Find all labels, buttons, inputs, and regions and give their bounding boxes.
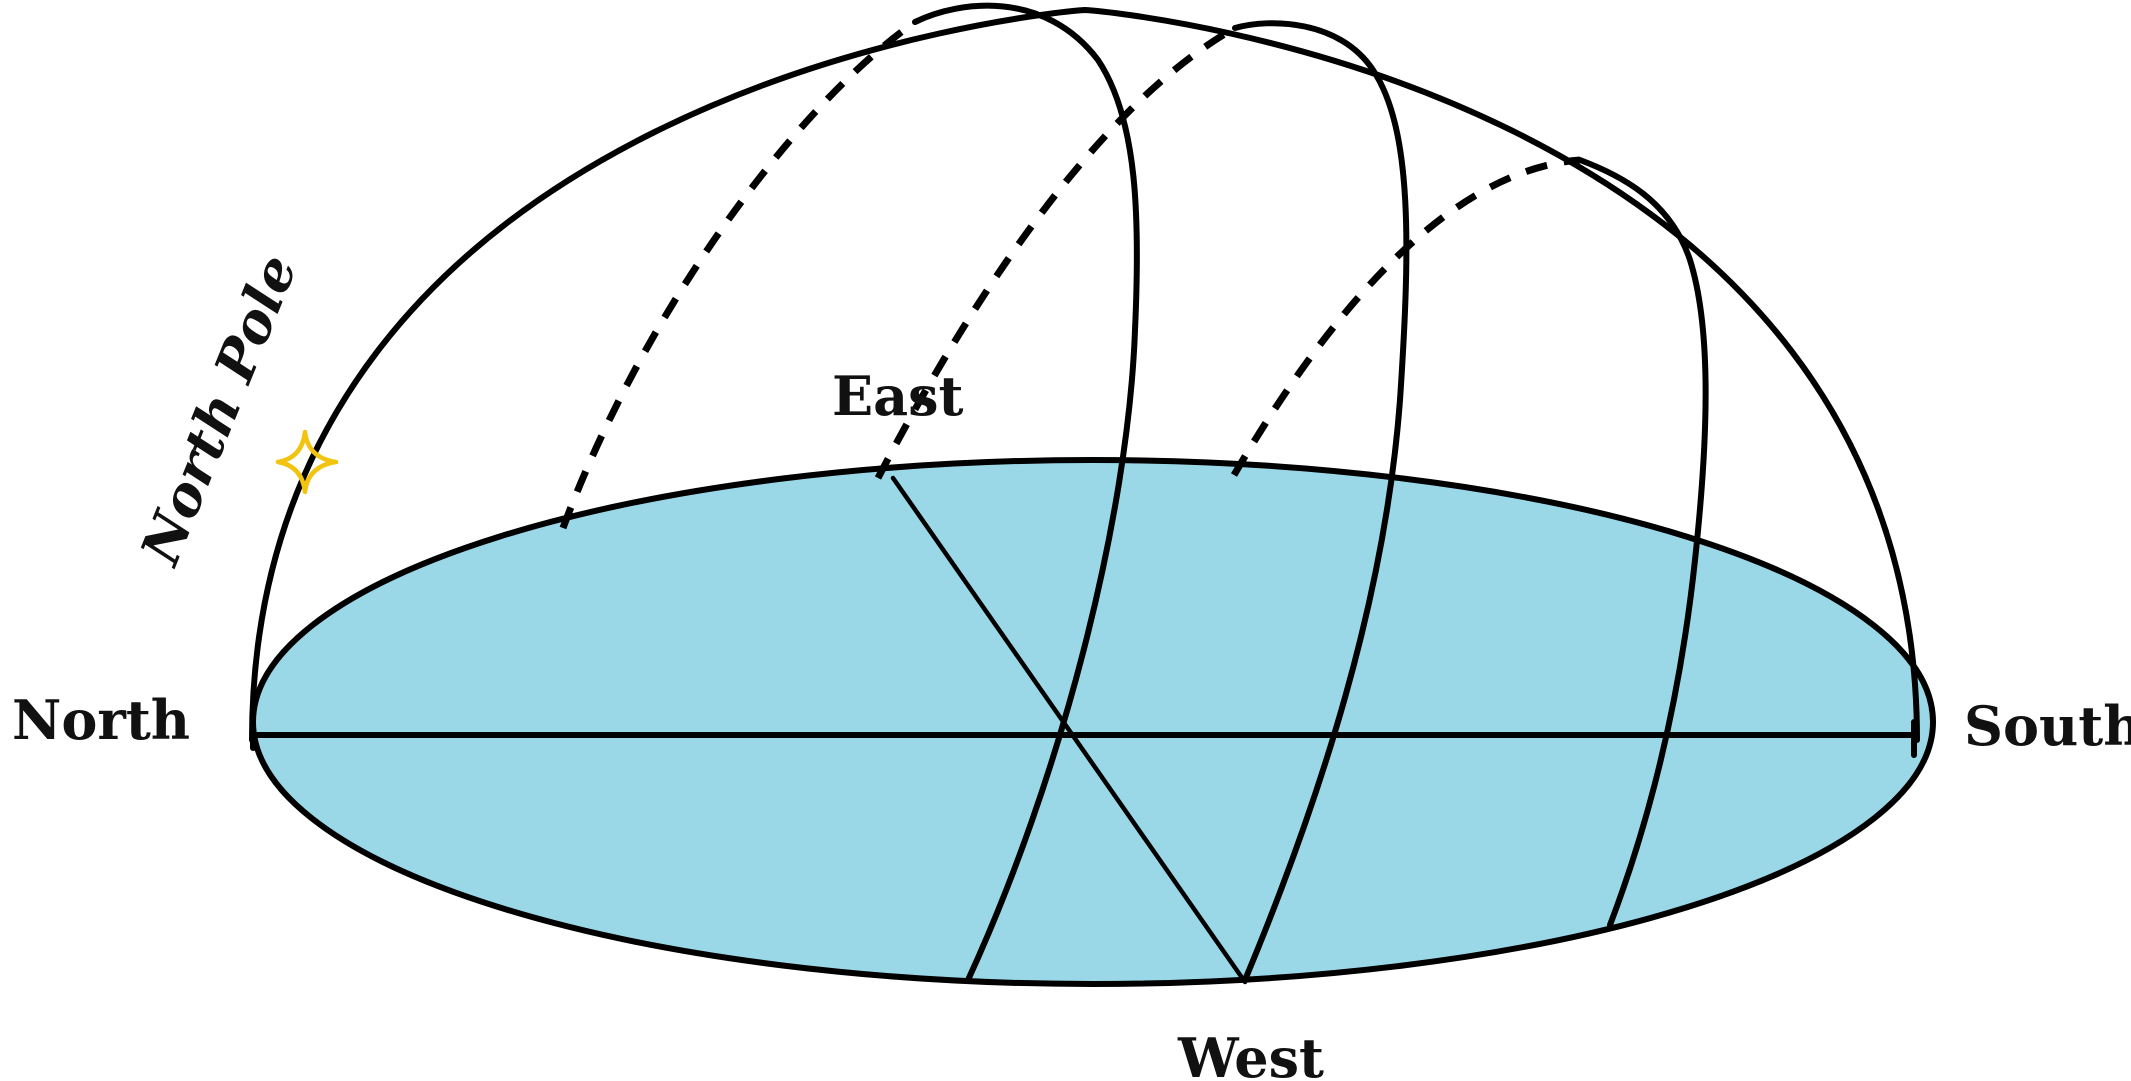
celestial-dome — [249, 7, 1920, 743]
east-label: East — [832, 364, 964, 428]
north-label: North — [12, 688, 190, 752]
sun-path-solid-3 — [1577, 157, 1709, 928]
sun-path-solid-2 — [1232, 20, 1410, 983]
sun-path-dashed-3 — [1230, 156, 1581, 477]
sun-path-dashed-2 — [874, 24, 1237, 480]
horizon-plane — [250, 457, 1936, 987]
west-label: West — [1177, 1026, 1324, 1081]
east-west-line — [890, 475, 1248, 985]
four-point-star-icon — [275, 429, 339, 495]
sun-path-dashed-1 — [559, 19, 918, 530]
south-label: South — [1964, 694, 2131, 758]
sun-path-solid-1 — [912, 2, 1140, 983]
